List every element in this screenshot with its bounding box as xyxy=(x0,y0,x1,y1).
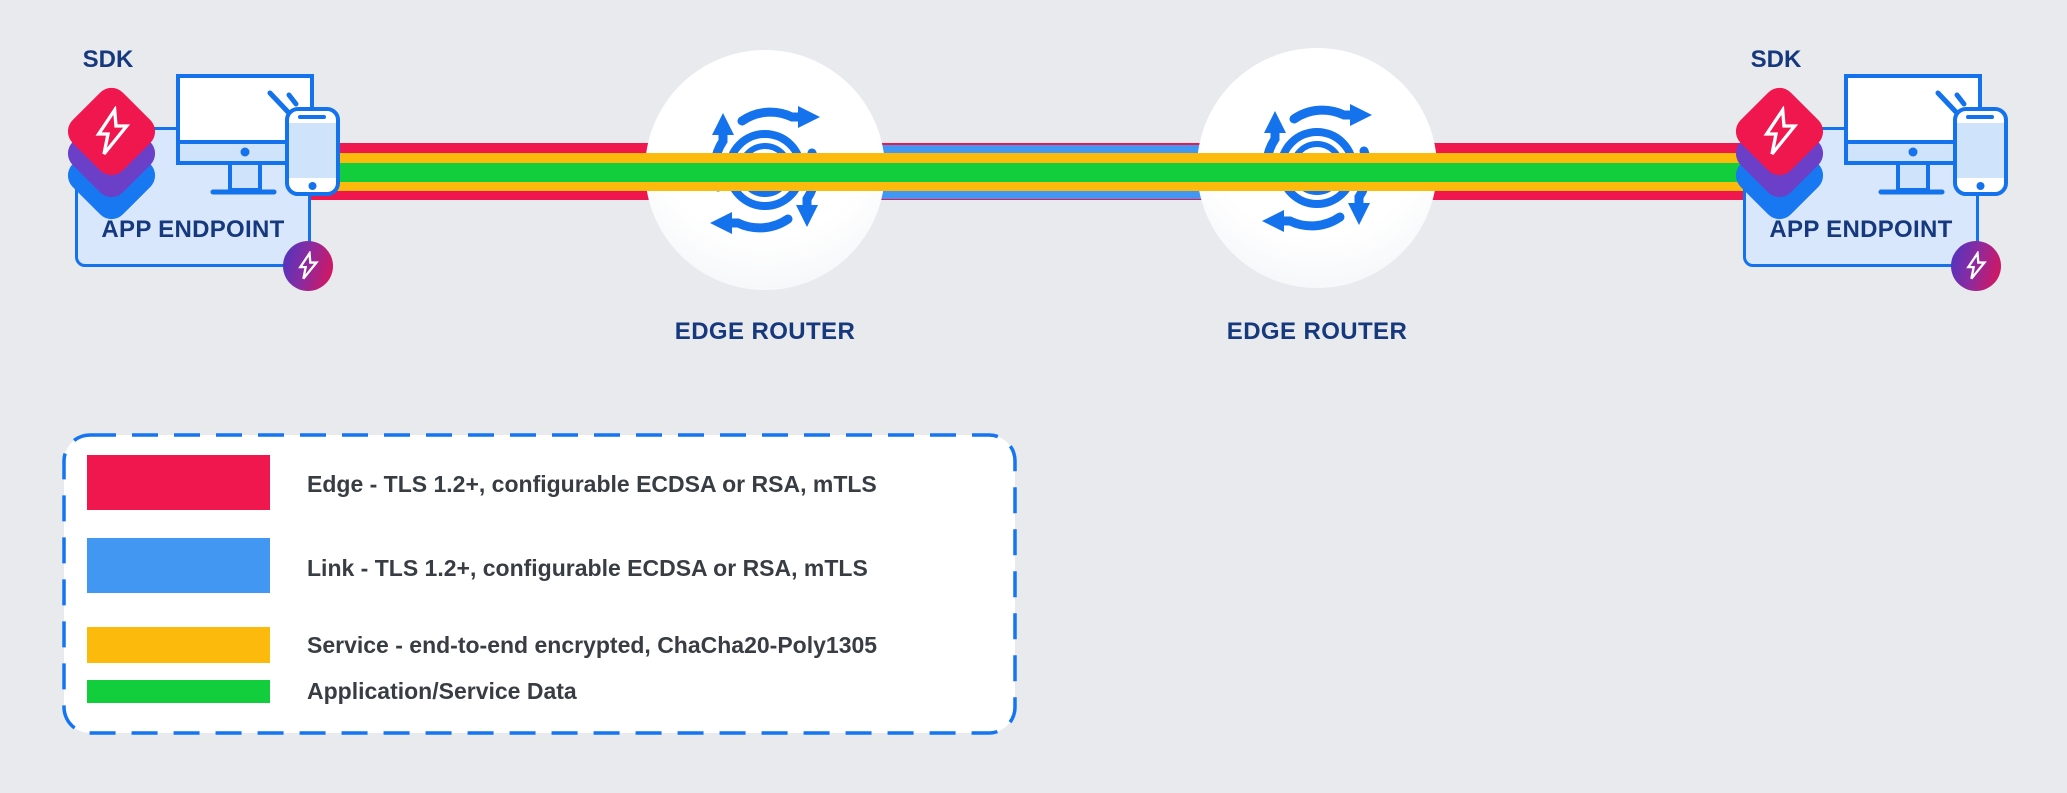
ziti-bolt-icon xyxy=(1763,106,1799,156)
legend-row-data: Application/Service Data xyxy=(62,678,1017,704)
legend-label-link: Link - TLS 1.2+, configurable ECDSA or R… xyxy=(307,555,868,581)
app-endpoint-right: SDK APP ENDPOINT xyxy=(1729,40,2010,302)
phone-icon xyxy=(285,107,340,196)
devices-illustration xyxy=(176,74,340,196)
devices-illustration xyxy=(1844,74,2008,196)
legend-label-service: Service - end-to-end encrypted, ChaCha20… xyxy=(307,632,878,658)
edge-router-label-right: EDGE ROUTER xyxy=(1226,318,1408,345)
phone-icon xyxy=(1953,107,2008,196)
service-band-bottom xyxy=(311,181,1743,191)
legend-swatch-edge xyxy=(87,455,270,510)
app-endpoint-label: APP ENDPOINT xyxy=(1769,216,1953,243)
app-endpoint-left: SDK APP ENDPO xyxy=(61,40,342,302)
data-band xyxy=(311,162,1743,182)
legend-label-edge: Edge - TLS 1.2+, configurable ECDSA or R… xyxy=(307,471,877,497)
legend-swatch-link xyxy=(87,538,270,593)
app-endpoint-label: APP ENDPOINT xyxy=(101,216,285,243)
link-band-top xyxy=(765,144,1317,153)
link-band-bottom xyxy=(765,190,1317,199)
ziti-badge-icon xyxy=(1951,241,2001,291)
legend-swatch-data xyxy=(87,680,270,703)
legend-row-link: Link - TLS 1.2+, configurable ECDSA or R… xyxy=(62,538,1017,593)
legend-swatch-service xyxy=(87,627,270,663)
sdk-label: SDK xyxy=(82,46,134,73)
sdk-label: SDK xyxy=(1750,46,1802,73)
legend-label-data: Application/Service Data xyxy=(307,678,577,704)
legend-dashed-border xyxy=(62,433,1017,735)
service-band-top xyxy=(311,152,1743,163)
ziti-bolt-icon xyxy=(95,106,131,156)
legend-row-edge: Edge - TLS 1.2+, configurable ECDSA or R… xyxy=(62,455,1017,510)
ziti-badge-icon xyxy=(283,241,333,291)
edge-router-label-left: EDGE ROUTER xyxy=(674,318,856,345)
legend-row-service: Service - end-to-end encrypted, ChaCha20… xyxy=(62,627,1017,663)
legend: Edge - TLS 1.2+, configurable ECDSA or R… xyxy=(62,433,1017,735)
